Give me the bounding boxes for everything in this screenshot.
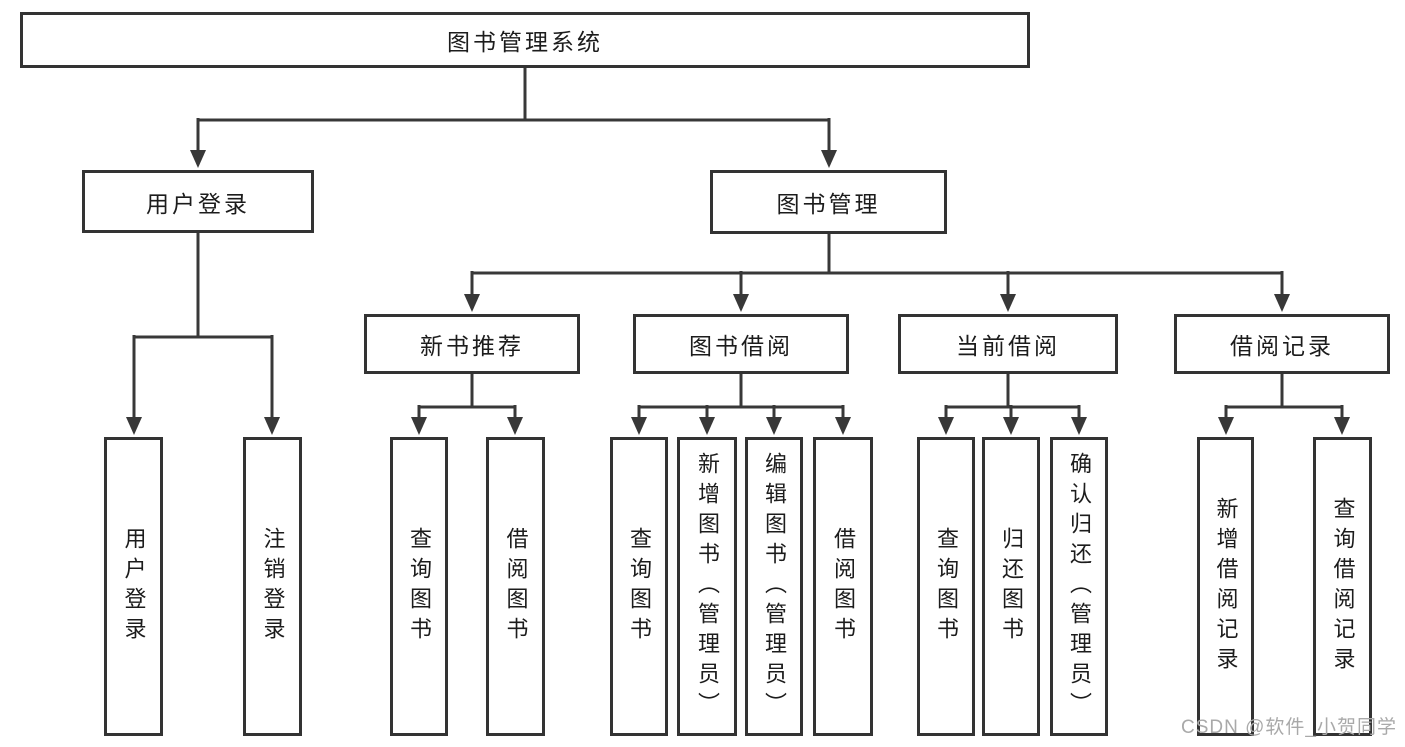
node-new-book-recommendation: 新书推荐 [364, 314, 580, 374]
node-label: 新书推荐 [420, 333, 524, 359]
leaf-label: 用户登录 [121, 526, 147, 647]
leaf-label: 借阅图书 [831, 526, 856, 647]
node-label: 图书管理 [776, 191, 881, 217]
leaf-logout: 注销登录 [243, 437, 302, 736]
leaf-label: 编辑图书（管理员） [762, 451, 787, 722]
leaf-edit-books-admin: 编辑图书（管理员） [745, 437, 803, 736]
leaf-label: 查询图书 [627, 526, 652, 647]
leaf-query-borrowing-record: 查询借阅记录 [1313, 437, 1372, 736]
node-label: 图书借阅 [689, 333, 793, 359]
leaf-label: 新增借阅记录 [1213, 496, 1239, 677]
leaf-user-login: 用户登录 [104, 437, 163, 736]
leaf-label: 注销登录 [260, 526, 286, 647]
node-borrowing-records: 借阅记录 [1174, 314, 1390, 374]
leaf-query-books-recommend: 查询图书 [390, 437, 448, 736]
leaf-label: 查询图书 [934, 526, 959, 647]
node-label: 用户登录 [146, 190, 250, 217]
node-library-management-system: 图书管理系统 [20, 12, 1030, 68]
leaf-label: 确认归还（管理员） [1067, 451, 1092, 722]
leaf-label: 查询图书 [407, 526, 432, 647]
leaf-return-books: 归还图书 [982, 437, 1040, 736]
node-label: 借阅记录 [1230, 333, 1334, 359]
leaf-add-borrowing-record: 新增借阅记录 [1197, 437, 1254, 736]
node-label: 图书管理系统 [447, 29, 603, 55]
node-user-login: 用户登录 [82, 170, 314, 233]
leaf-query-books-borrowing: 查询图书 [610, 437, 668, 736]
leaf-label: 查询借阅记录 [1330, 496, 1356, 677]
node-current-borrowing: 当前借阅 [898, 314, 1118, 374]
node-label: 当前借阅 [956, 333, 1060, 359]
node-book-borrowing: 图书借阅 [633, 314, 849, 374]
leaf-add-books-admin: 新增图书（管理员） [677, 437, 737, 736]
leaf-label: 借阅图书 [503, 526, 529, 647]
leaf-label: 归还图书 [999, 526, 1024, 647]
leaf-borrow-books-recommend: 借阅图书 [486, 437, 545, 736]
leaf-query-books-current: 查询图书 [917, 437, 975, 736]
leaf-borrow-books: 借阅图书 [813, 437, 873, 736]
node-book-management: 图书管理 [710, 170, 947, 234]
arrowhead-icons [126, 150, 1350, 435]
leaf-confirm-return-admin: 确认归还（管理员） [1050, 437, 1108, 736]
csdn-watermark: CSDN @软件_小贺同学 [1181, 717, 1397, 738]
leaf-label: 新增图书（管理员） [695, 451, 720, 722]
